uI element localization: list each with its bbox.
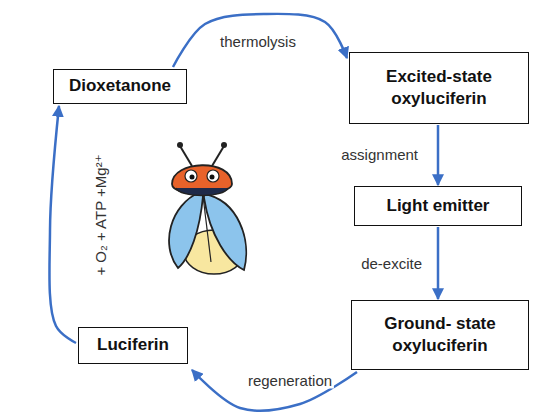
process-box: Light emitter xyxy=(354,186,522,226)
box-text: Dioxetanone xyxy=(69,75,171,97)
box-text: Luciferin xyxy=(97,334,169,356)
firefly xyxy=(169,142,246,274)
flow-arrow xyxy=(192,370,357,411)
edge-label: + O₂ + ATP +Mg²⁺ xyxy=(92,152,110,277)
flow-arrow xyxy=(173,14,347,67)
process-box: Dioxetanone xyxy=(53,69,187,104)
box-text: Excited-state oxyluciferin xyxy=(358,66,520,110)
flow-arrow xyxy=(49,106,76,343)
flow-arrow xyxy=(437,227,440,299)
box-text: Ground- state oxyluciferin xyxy=(360,313,520,357)
edge-label: thermolysis xyxy=(218,33,298,50)
edge-label: regeneration xyxy=(246,372,334,389)
process-box: Ground- state oxyluciferin xyxy=(351,300,529,370)
box-text: Light emitter xyxy=(387,195,490,217)
edge-label: assignment xyxy=(339,146,420,163)
edge-label: de-excite xyxy=(359,255,424,272)
process-box: Excited-state oxyluciferin xyxy=(349,52,529,124)
flow-arrow xyxy=(437,125,440,185)
process-box: Luciferin xyxy=(78,327,188,364)
